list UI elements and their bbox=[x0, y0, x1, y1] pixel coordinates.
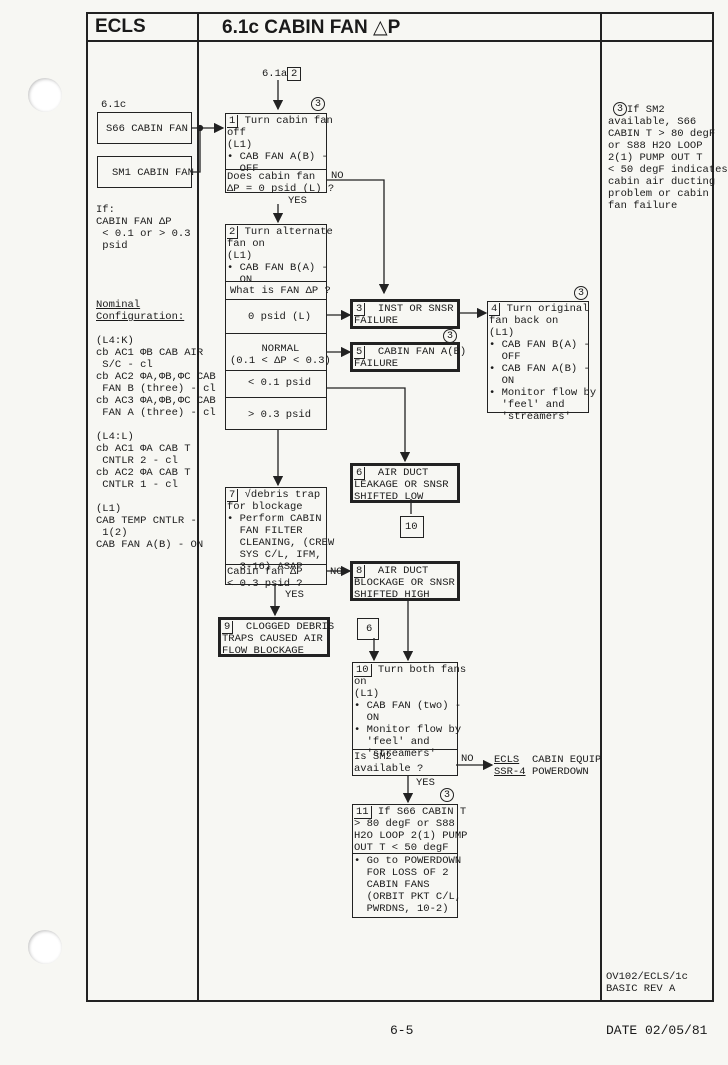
entry-num: 2 bbox=[291, 68, 298, 80]
ref-label: 6.1c bbox=[101, 99, 127, 111]
step1-num: 1 bbox=[227, 115, 239, 128]
option-low: < 0.1 psid bbox=[248, 377, 312, 389]
page-frame bbox=[86, 12, 714, 1002]
step11-body: • Go to POWERDOWN FOR LOSS OF 2 CABIN FA… bbox=[354, 855, 462, 915]
option-zero: 0 psid (L) bbox=[248, 311, 312, 323]
step11-title: If S66 CABIN T > 80 degF or S88 H2O LOOP… bbox=[354, 806, 468, 854]
step2-num: 2 bbox=[227, 226, 239, 239]
step10-num: 10 bbox=[354, 664, 372, 677]
entry-num-box: 2 bbox=[287, 67, 301, 81]
s66-label: S66 CABIN FAN bbox=[106, 123, 188, 135]
binder-hole bbox=[28, 78, 62, 112]
step3-num: 3 bbox=[354, 303, 366, 316]
step6-box: 6 AIR DUCT LEAKAGE OR SNSR SHIFTED LOW bbox=[350, 463, 460, 503]
step10-yes: YES bbox=[416, 777, 435, 789]
step4-body: (L1) • CAB FAN B(A) - OFF • CAB FAN A(B)… bbox=[489, 327, 597, 423]
goto-10-box: 10 bbox=[400, 516, 424, 538]
if-condition: If: CABIN FAN ΔP < 0.1 or > 0.3 psid bbox=[96, 204, 191, 252]
step4-num: 4 bbox=[489, 303, 501, 316]
step10-box: 10 Turn both fans on (L1) • CAB FAN (two… bbox=[352, 662, 466, 776]
step1-box: 1 Turn cabin fan off (L1) • CAB FAN A(B)… bbox=[225, 113, 334, 195]
step11-num: 11 bbox=[354, 806, 372, 819]
s66-box: S66 CABIN FAN bbox=[97, 112, 192, 144]
page-number: 6-5 bbox=[390, 1023, 414, 1038]
step4-title: Turn original fan back on bbox=[489, 303, 589, 327]
note-text: If SM2 available, S66 CABIN T > 80 degF … bbox=[608, 104, 728, 212]
date-label: DATE 02/05/81 bbox=[606, 1023, 708, 1038]
note-ref-circle: 3 bbox=[574, 286, 588, 300]
sm1-label: SM1 CABIN FAN bbox=[112, 167, 194, 179]
step7-num: 7 bbox=[227, 489, 239, 502]
option-high: > 0.3 psid bbox=[248, 409, 312, 421]
step8-text: AIR DUCT BLOCKAGE OR SNSR SHIFTED HIGH bbox=[354, 565, 455, 601]
note-ref-circle: 3 bbox=[440, 788, 454, 802]
step4-box: 4 Turn original fan back on (L1) • CAB F… bbox=[487, 301, 596, 423]
option-normal: NORMAL (0.1 < ΔP < 0.3) bbox=[230, 343, 331, 367]
step9-num: 9 bbox=[222, 621, 234, 634]
step5-num: 5 bbox=[354, 346, 366, 359]
step1-no: NO bbox=[331, 170, 344, 182]
binder-hole bbox=[28, 930, 62, 964]
page-title: 6.1c CABIN FAN △P bbox=[222, 17, 401, 38]
step10-body: (L1) • CAB FAN (two) - ON • Monitor flow… bbox=[354, 688, 462, 760]
step7-no: NO bbox=[330, 566, 343, 578]
step7-yes: YES bbox=[285, 589, 304, 601]
doc-id: OV102/ECLS/1c BASIC REV A bbox=[606, 971, 688, 995]
step6-text: AIR DUCT LEAKAGE OR SNSR SHIFTED LOW bbox=[354, 467, 449, 503]
note-ref-circle: 3 bbox=[443, 329, 457, 343]
section-label: ECLS bbox=[95, 16, 146, 37]
step8-num: 8 bbox=[354, 565, 366, 578]
goto-6: 6 bbox=[366, 623, 373, 635]
note-circle: 3 bbox=[613, 102, 627, 116]
step2-body: (L1) • CAB FAN B(A) - ON bbox=[227, 250, 328, 286]
divider-right bbox=[600, 12, 602, 1002]
note-ref-circle: 3 bbox=[311, 97, 325, 111]
step6-num: 6 bbox=[354, 467, 366, 480]
step5-text: CABIN FAN A(B) FAILURE bbox=[354, 346, 467, 370]
nominal-title: Nominal Configuration: bbox=[96, 299, 185, 323]
step3-box: 3 INST OR SNSR FAILURE bbox=[350, 299, 460, 329]
step2-question: What is FAN ΔP ? bbox=[230, 285, 331, 297]
nominal-config: (L4:K) cb AC1 ΦB CAB AIR S/C - cl cb AC2… bbox=[96, 335, 216, 551]
step7-title: √debris trap for blockage bbox=[227, 489, 321, 513]
step2-title: Turn alternate fan on bbox=[227, 226, 333, 250]
divider-left bbox=[197, 12, 199, 1002]
step1-question: Does cabin fan ΔP = 0 psid (L) ? bbox=[227, 171, 335, 195]
ecls-ssr-ref: ECLS SSR-4 bbox=[494, 754, 526, 778]
sm1-box: SM1 CABIN FAN bbox=[97, 156, 194, 188]
step2-box: 2 Turn alternate fan on (L1) • CAB FAN B… bbox=[225, 224, 333, 430]
entry-ref: 6.1a bbox=[262, 68, 288, 80]
step8-box: 8 AIR DUCT BLOCKAGE OR SNSR SHIFTED HIGH bbox=[350, 561, 460, 601]
step5-box: 5 CABIN FAN A(B) FAILURE bbox=[350, 342, 466, 372]
step10-title: Turn both fans on bbox=[354, 664, 467, 688]
step10-question: Is SM2 available ? bbox=[354, 751, 424, 775]
step1-body: (L1) • CAB FAN A(B) - OFF bbox=[227, 139, 328, 175]
step10-no: NO bbox=[461, 753, 474, 765]
step7-question: Cabin fan ΔP < 0.3 psid ? bbox=[227, 566, 303, 590]
step9-text: CLOGGED DEBRIS TRAPS CAUSED AIR FLOW BLO… bbox=[222, 621, 335, 657]
goto-6-box: 6 bbox=[357, 618, 379, 640]
step9-box: 9 CLOGGED DEBRIS TRAPS CAUSED AIR FLOW B… bbox=[218, 617, 334, 657]
step1-yes: YES bbox=[288, 195, 307, 207]
step11-box: 11 If S66 CABIN T > 80 degF or S88 H2O L… bbox=[352, 804, 467, 918]
header-rule bbox=[86, 40, 714, 42]
step7-box: 7 √debris trap for blockage • Perform CA… bbox=[225, 487, 334, 590]
step1-title: Turn cabin fan off bbox=[227, 115, 333, 139]
goto-10: 10 bbox=[405, 521, 418, 533]
step3-text: INST OR SNSR FAILURE bbox=[354, 303, 454, 327]
powerdown-ref: CABIN EQUIP POWERDOWN bbox=[532, 754, 602, 778]
